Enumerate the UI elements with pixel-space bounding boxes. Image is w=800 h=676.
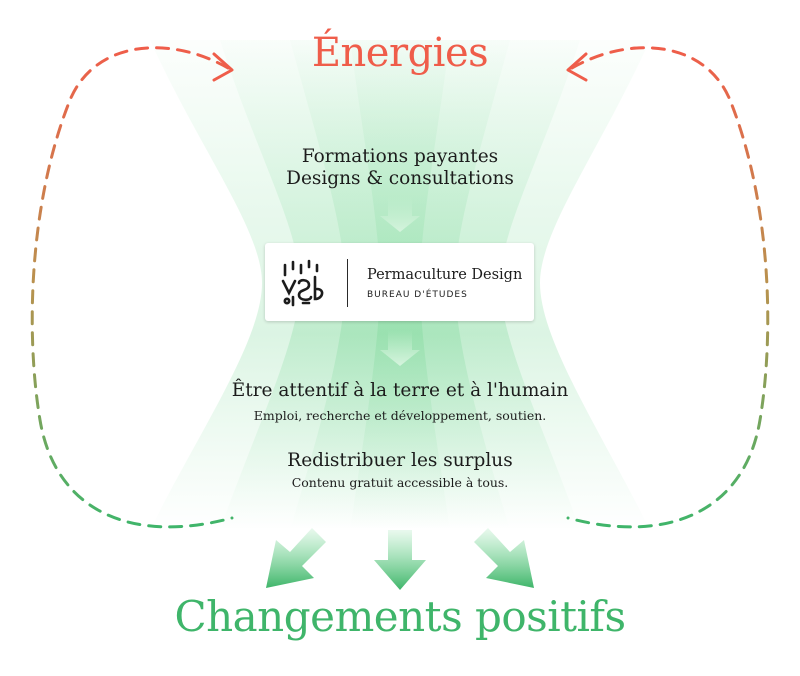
flow-chevron-upper [380, 196, 420, 232]
flow-chevron-lower [380, 330, 420, 366]
output-arrow-left [266, 528, 326, 588]
positive-change-title: Changements positifs [174, 592, 626, 641]
output-surplus-heading: Redistribuer les surplus [287, 450, 513, 471]
energy-title: Énergies [311, 30, 489, 76]
feedback-loop-left [30, 46, 234, 529]
input-line-paid-training: Formations payantes [301, 146, 499, 167]
output-care-heading: Être attentif à la terre et à l'humain [231, 380, 569, 401]
output-arrow-center [374, 530, 426, 590]
company-logo-card: Permaculture Design BUREAU D'ÉTUDES [265, 243, 534, 321]
logo-divider [347, 259, 348, 307]
feedback-loop-left-arrowhead [212, 52, 234, 82]
permaculture-logo-icon [281, 259, 324, 307]
logo-company-name: Permaculture Design [367, 267, 523, 283]
output-surplus-subtitle: Contenu gratuit accessible à tous. [291, 475, 509, 490]
feedback-loop-right-arrowhead [566, 52, 588, 82]
logo-company-subtitle: BUREAU D'ÉTUDES [367, 290, 468, 300]
feedback-loop-right [566, 46, 770, 529]
input-line-designs-consulting: Designs & consultations [286, 168, 514, 189]
output-care-subtitle: Emploi, recherche et développement, sout… [253, 408, 547, 423]
output-arrow-right [474, 528, 534, 588]
